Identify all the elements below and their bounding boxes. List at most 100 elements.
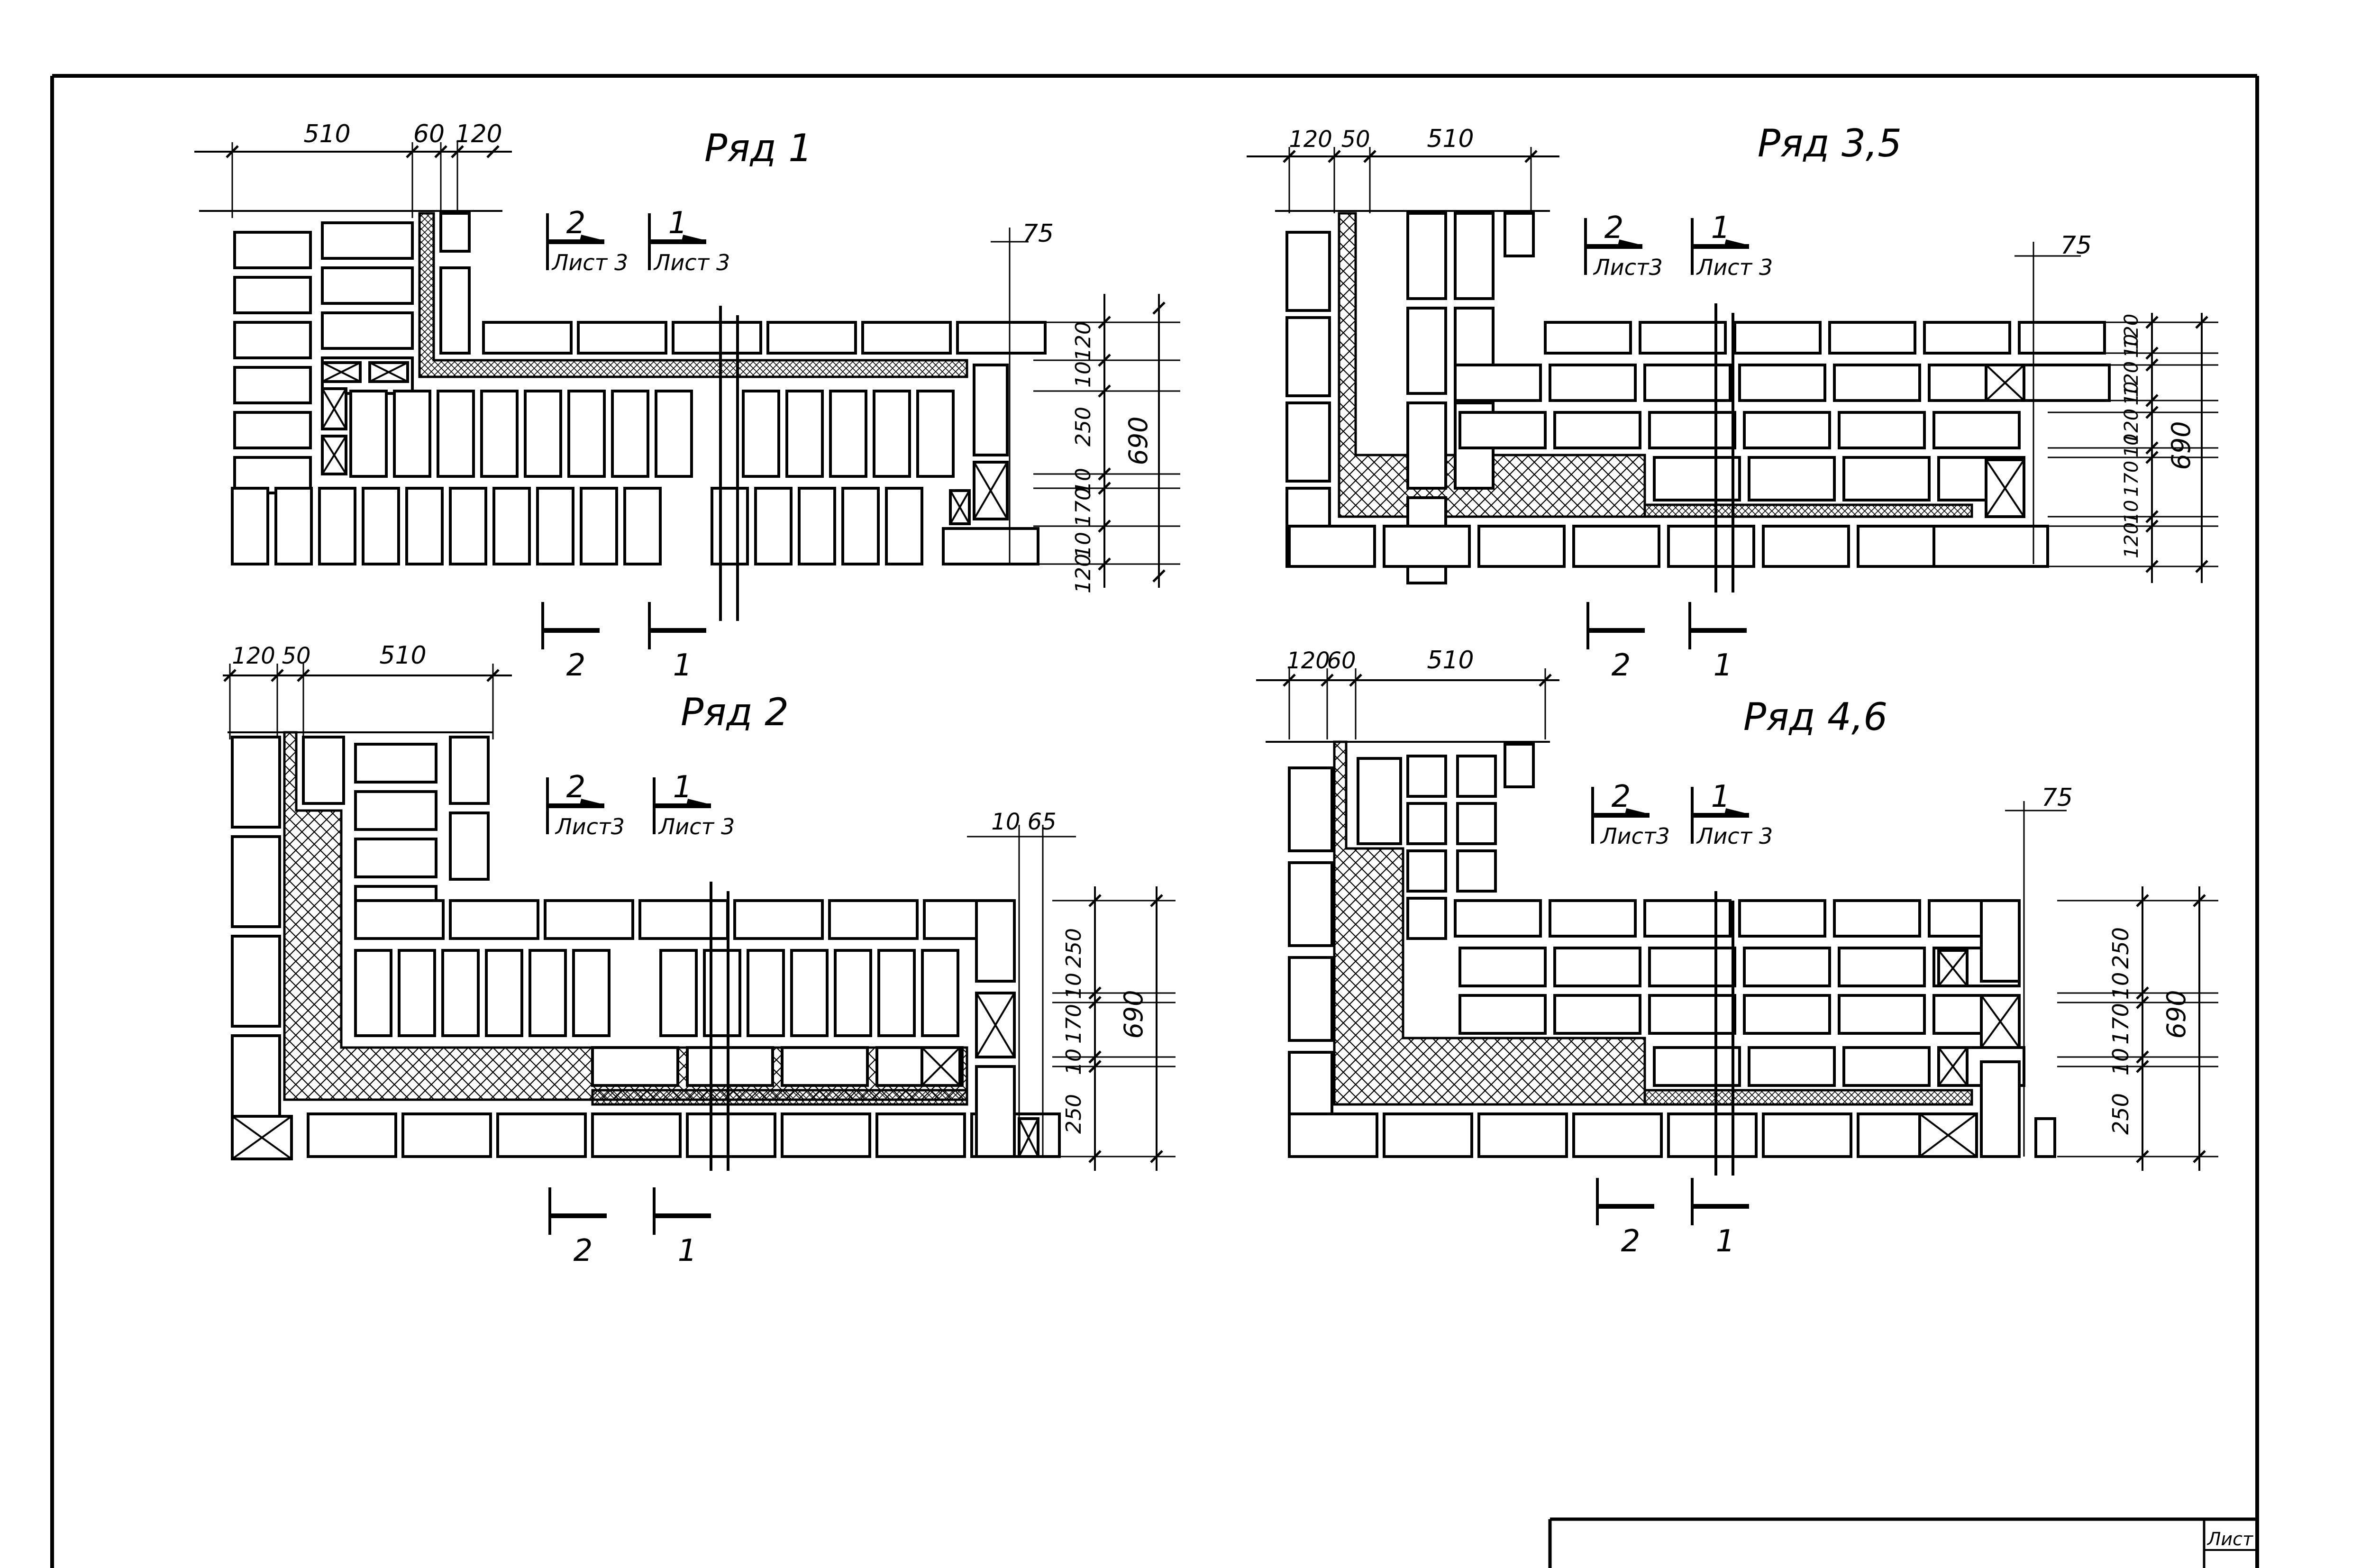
dimension-label: 75 bbox=[2060, 231, 2092, 260]
brick bbox=[577, 321, 667, 355]
brick bbox=[1553, 411, 1641, 449]
brick-cross bbox=[921, 1047, 961, 1086]
brick bbox=[482, 321, 573, 355]
dimension-label: 170 bbox=[1071, 487, 1095, 527]
brick bbox=[1549, 899, 1637, 938]
brick bbox=[398, 949, 436, 1037]
brick bbox=[1406, 802, 1447, 845]
dimension-tick bbox=[2136, 996, 2149, 1009]
brick bbox=[1653, 456, 1741, 501]
brick bbox=[1743, 947, 1831, 987]
brick bbox=[1748, 1046, 1836, 1087]
brick bbox=[1406, 307, 1447, 395]
dimension-label: 10 bbox=[2108, 1048, 2133, 1076]
brick bbox=[1553, 947, 1641, 987]
section-sheet-ref: Лист 3 bbox=[1696, 823, 1773, 849]
section-number: 2 bbox=[1621, 1224, 1641, 1259]
brick bbox=[591, 1112, 682, 1158]
brick bbox=[1932, 411, 2021, 449]
section-sheet-ref: Лист3 bbox=[555, 814, 625, 839]
brick bbox=[2018, 321, 2106, 355]
brick-cross bbox=[1938, 1047, 1968, 1086]
brick bbox=[1383, 525, 1471, 568]
brick-cross bbox=[321, 388, 347, 430]
section-number: 2 bbox=[1612, 779, 1631, 814]
brick bbox=[921, 949, 959, 1037]
section-arrow bbox=[1692, 808, 1749, 818]
dimension-tick bbox=[1098, 316, 1111, 329]
brick bbox=[233, 366, 312, 404]
brick bbox=[861, 321, 952, 355]
dimension-label: 120 bbox=[2121, 522, 2142, 558]
brick bbox=[496, 1112, 587, 1158]
dimension-label: 50 bbox=[1341, 126, 1370, 153]
dimension-tick bbox=[1098, 384, 1111, 398]
dimension-tick bbox=[1098, 520, 1111, 533]
brick bbox=[1762, 525, 1850, 568]
brick bbox=[711, 487, 749, 565]
dimension-label: 10 bbox=[1071, 532, 1095, 558]
dimension-label: 690 bbox=[1123, 416, 1153, 465]
dimension-label: 10 bbox=[1071, 468, 1095, 494]
dimension-tick bbox=[1088, 894, 1102, 907]
brick bbox=[1667, 1112, 1758, 1158]
brick bbox=[638, 899, 729, 940]
brick bbox=[1288, 525, 1376, 568]
brick bbox=[781, 1046, 869, 1087]
brick bbox=[393, 390, 431, 478]
brick bbox=[529, 949, 567, 1037]
dimension-label: 170 bbox=[1062, 1004, 1086, 1044]
brick bbox=[1980, 1060, 2021, 1158]
brick bbox=[1458, 411, 1547, 449]
dimension-tick bbox=[2145, 510, 2159, 523]
brick bbox=[449, 899, 539, 940]
brick bbox=[354, 790, 438, 831]
panel-title: Ряд 3,5 bbox=[1758, 121, 1902, 165]
brick bbox=[834, 949, 872, 1037]
dimension-tick bbox=[1088, 1150, 1102, 1163]
dimension-label: 10 bbox=[2121, 382, 2142, 406]
section-arrow bbox=[547, 235, 604, 244]
brick bbox=[1842, 1046, 1931, 1087]
dimension-tick bbox=[2136, 1050, 2149, 1064]
brick bbox=[655, 390, 693, 478]
brick bbox=[829, 390, 867, 478]
brick bbox=[1406, 401, 1447, 490]
brick bbox=[485, 949, 523, 1037]
brick bbox=[1648, 411, 1736, 449]
brick bbox=[1553, 994, 1641, 1035]
brick bbox=[1288, 1112, 1378, 1158]
section-number: 2 bbox=[566, 648, 586, 683]
brick bbox=[1838, 411, 1926, 449]
dimension-label: 60 bbox=[1327, 647, 1356, 674]
brick-cross bbox=[975, 992, 1015, 1058]
dimension-label: 250 bbox=[1071, 407, 1095, 447]
dimension-label: 120 bbox=[2121, 409, 2142, 445]
brick bbox=[1738, 364, 1826, 402]
section-number: 2 bbox=[574, 1233, 593, 1268]
panel-title: Ряд 1 bbox=[704, 126, 812, 170]
brick bbox=[307, 1112, 397, 1158]
brick bbox=[623, 487, 662, 565]
brick bbox=[1738, 899, 1826, 938]
section-number: 1 bbox=[678, 1233, 697, 1268]
insulation-fill bbox=[591, 1089, 968, 1106]
brick bbox=[798, 487, 836, 565]
dimension-tick bbox=[1152, 569, 1166, 583]
dimension-label: 120 bbox=[1071, 321, 1095, 361]
dimension-label: 10 bbox=[2121, 500, 2142, 524]
brick bbox=[659, 949, 698, 1037]
dimension-tick bbox=[2145, 346, 2159, 360]
brick bbox=[1980, 899, 2021, 983]
brick bbox=[754, 487, 793, 565]
dimension-tick bbox=[2145, 358, 2159, 372]
section-number: 1 bbox=[673, 770, 693, 805]
brick bbox=[302, 736, 345, 805]
brick bbox=[1932, 525, 2049, 568]
brick bbox=[401, 1112, 492, 1158]
brick bbox=[354, 899, 445, 940]
brick bbox=[1653, 1046, 1741, 1087]
brick bbox=[1383, 1112, 1473, 1158]
